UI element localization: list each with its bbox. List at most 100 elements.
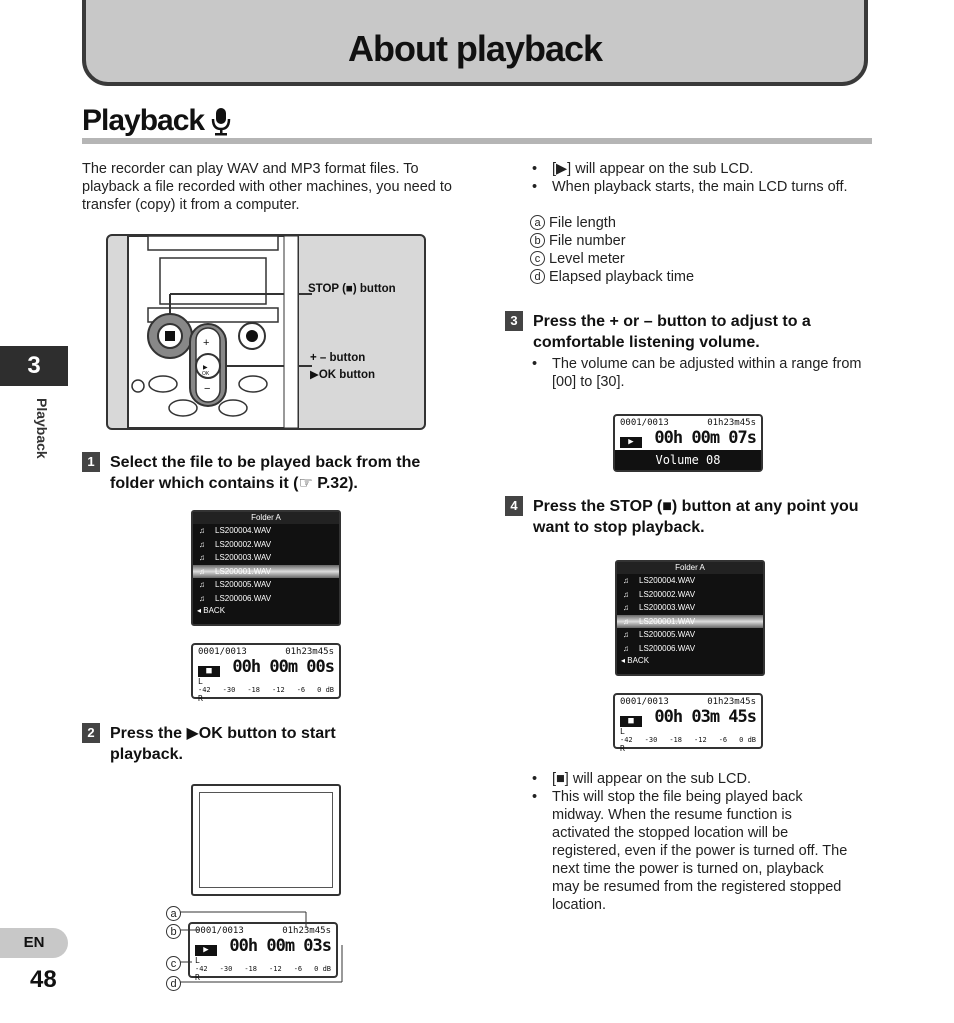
bullet-item: [▶] will appear on the sub LCD.: [530, 160, 860, 178]
file-item: ♫LS200003.WAV: [617, 601, 763, 615]
file-item: ♫LS200005.WAV: [193, 578, 339, 592]
play-mode-icon: ▶: [620, 437, 642, 448]
music-file-icon: ♫: [199, 593, 205, 603]
bullet-item: This will stop the file being played bac…: [530, 788, 850, 914]
bullet-item: [■] will appear on the sub LCD.: [530, 770, 850, 788]
music-file-icon: ♫: [199, 539, 205, 549]
step-number: 3: [505, 311, 523, 331]
file-item: ♫LS200003.WAV: [193, 551, 339, 565]
file-item: ♫LS200006.WAV: [193, 592, 339, 606]
music-file-icon: ♫: [623, 603, 629, 612]
device-drawing: + − ▶ OK: [127, 236, 312, 428]
play-mode-icon: ▶: [195, 945, 217, 956]
bullet-item: When playback starts, the main LCD turns…: [530, 178, 860, 196]
step-number: 4: [505, 496, 523, 516]
music-file-icon: ♫: [623, 630, 629, 639]
annotation-mark-b: b: [166, 923, 185, 941]
main-lcd-file-list-2: Folder A ♫LS200004.WAV ♫LS200002.WAV ♫LS…: [615, 560, 765, 676]
main-lcd-file-list: Folder A ♫LS200004.WAV ♫LS200002.WAV ♫LS…: [191, 510, 341, 626]
file-item-selected: ♫LS200001.WAV: [617, 614, 763, 628]
language-tab: EN: [0, 928, 68, 958]
bullet-item: The volume can be adjusted within a rang…: [530, 355, 870, 391]
step-text: Press the ▶OK button to start playback.: [110, 725, 336, 763]
svg-text:−: −: [204, 383, 210, 395]
music-file-icon: ♫: [199, 526, 205, 535]
music-file-icon: ♫: [199, 580, 205, 589]
page-number: 48: [30, 966, 57, 993]
annotation-mark-d: d: [166, 975, 185, 993]
svg-text:▶: ▶: [203, 365, 208, 371]
folder-title: Folder A: [617, 562, 763, 574]
file-item: ♫LS200004.WAV: [193, 524, 339, 538]
intro-paragraph: The recorder can play WAV and MP3 format…: [82, 161, 452, 213]
step-4-bullets: [■] will appear on the sub LCD. This wil…: [530, 770, 850, 914]
playback-bullets: [▶] will appear on the sub LCD. When pla…: [530, 160, 860, 196]
step-3-bullets: The volume can be adjusted within a rang…: [530, 355, 870, 391]
ok-button-callout: ▶OK button: [310, 369, 376, 381]
elapsed-time: 00h 00m 03s: [229, 936, 332, 956]
chapter-vertical-label: Playback: [34, 398, 50, 459]
stop-mode-icon: ■: [620, 716, 642, 727]
stop-button-callout: STOP (■) button: [308, 283, 396, 295]
elapsed-time: 00h 03m 45s: [654, 707, 757, 727]
file-length: 01h23m45s: [282, 926, 331, 936]
step-text: Select the file to be played back from t…: [110, 454, 421, 492]
plusminus-button-callout: + – button: [310, 352, 366, 364]
music-file-icon: ♫: [623, 643, 629, 653]
file-length: 01h23m45s: [707, 697, 756, 707]
file-item: ♫LS200005.WAV: [617, 628, 763, 642]
back-label: ◂ BACK: [621, 656, 650, 665]
file-item: ♫LS200002.WAV: [193, 538, 339, 552]
microphone-icon: [211, 108, 231, 136]
music-file-icon: ♫: [623, 589, 629, 599]
main-lcd-inner: [199, 792, 333, 888]
file-number: 0001/0013: [198, 647, 247, 657]
step-3: 3 Press the + or – button to adjust to a…: [505, 311, 865, 353]
folder-title: Folder A: [193, 512, 339, 524]
file-number: 0001/0013: [195, 926, 244, 936]
section-title-text: Playback: [82, 104, 205, 137]
music-file-icon: ♫: [199, 553, 205, 562]
page-title: About playback: [347, 28, 603, 69]
section-rule: [82, 138, 872, 144]
file-item: ♫LS200006.WAV: [617, 642, 763, 656]
elapsed-time: 00h 00m 07s: [654, 428, 757, 448]
file-item-selected: ♫LS200001.WAV: [193, 564, 339, 578]
stop-mode-icon: ■: [198, 666, 220, 677]
step-4: 4 Press the STOP (■) button at any point…: [505, 496, 875, 538]
annotation-leader-lines: [180, 911, 343, 983]
music-file-icon: ♫: [623, 576, 629, 585]
svg-text:OK: OK: [202, 371, 210, 377]
step-text: Press the STOP (■) button at any point y…: [533, 498, 859, 536]
volume-bar: Volume 08: [615, 450, 761, 470]
annotation-mark-a: a: [166, 905, 185, 923]
elapsed-time: 00h 00m 00s: [232, 657, 335, 677]
step-text: Press the + or – button to adjust to a c…: [533, 313, 811, 351]
file-item: ♫LS200002.WAV: [617, 588, 763, 602]
step-2: 2 Press the ▶OK button to start playback…: [82, 723, 412, 765]
back-label: ◂ BACK: [197, 606, 226, 615]
file-number: 0001/0013: [620, 697, 669, 707]
music-file-icon: ♫: [623, 616, 629, 626]
chapter-tab: 3: [0, 346, 68, 386]
step-number: 1: [82, 452, 100, 472]
annotation-mark-c: c: [166, 955, 185, 973]
music-file-icon: ♫: [199, 566, 205, 576]
svg-text:+: +: [203, 337, 209, 349]
main-lcd-off: [191, 784, 341, 896]
file-length: 01h23m45s: [285, 647, 334, 657]
header-banner: [82, 0, 868, 86]
device-illustration: + − ▶ OK: [106, 234, 426, 430]
